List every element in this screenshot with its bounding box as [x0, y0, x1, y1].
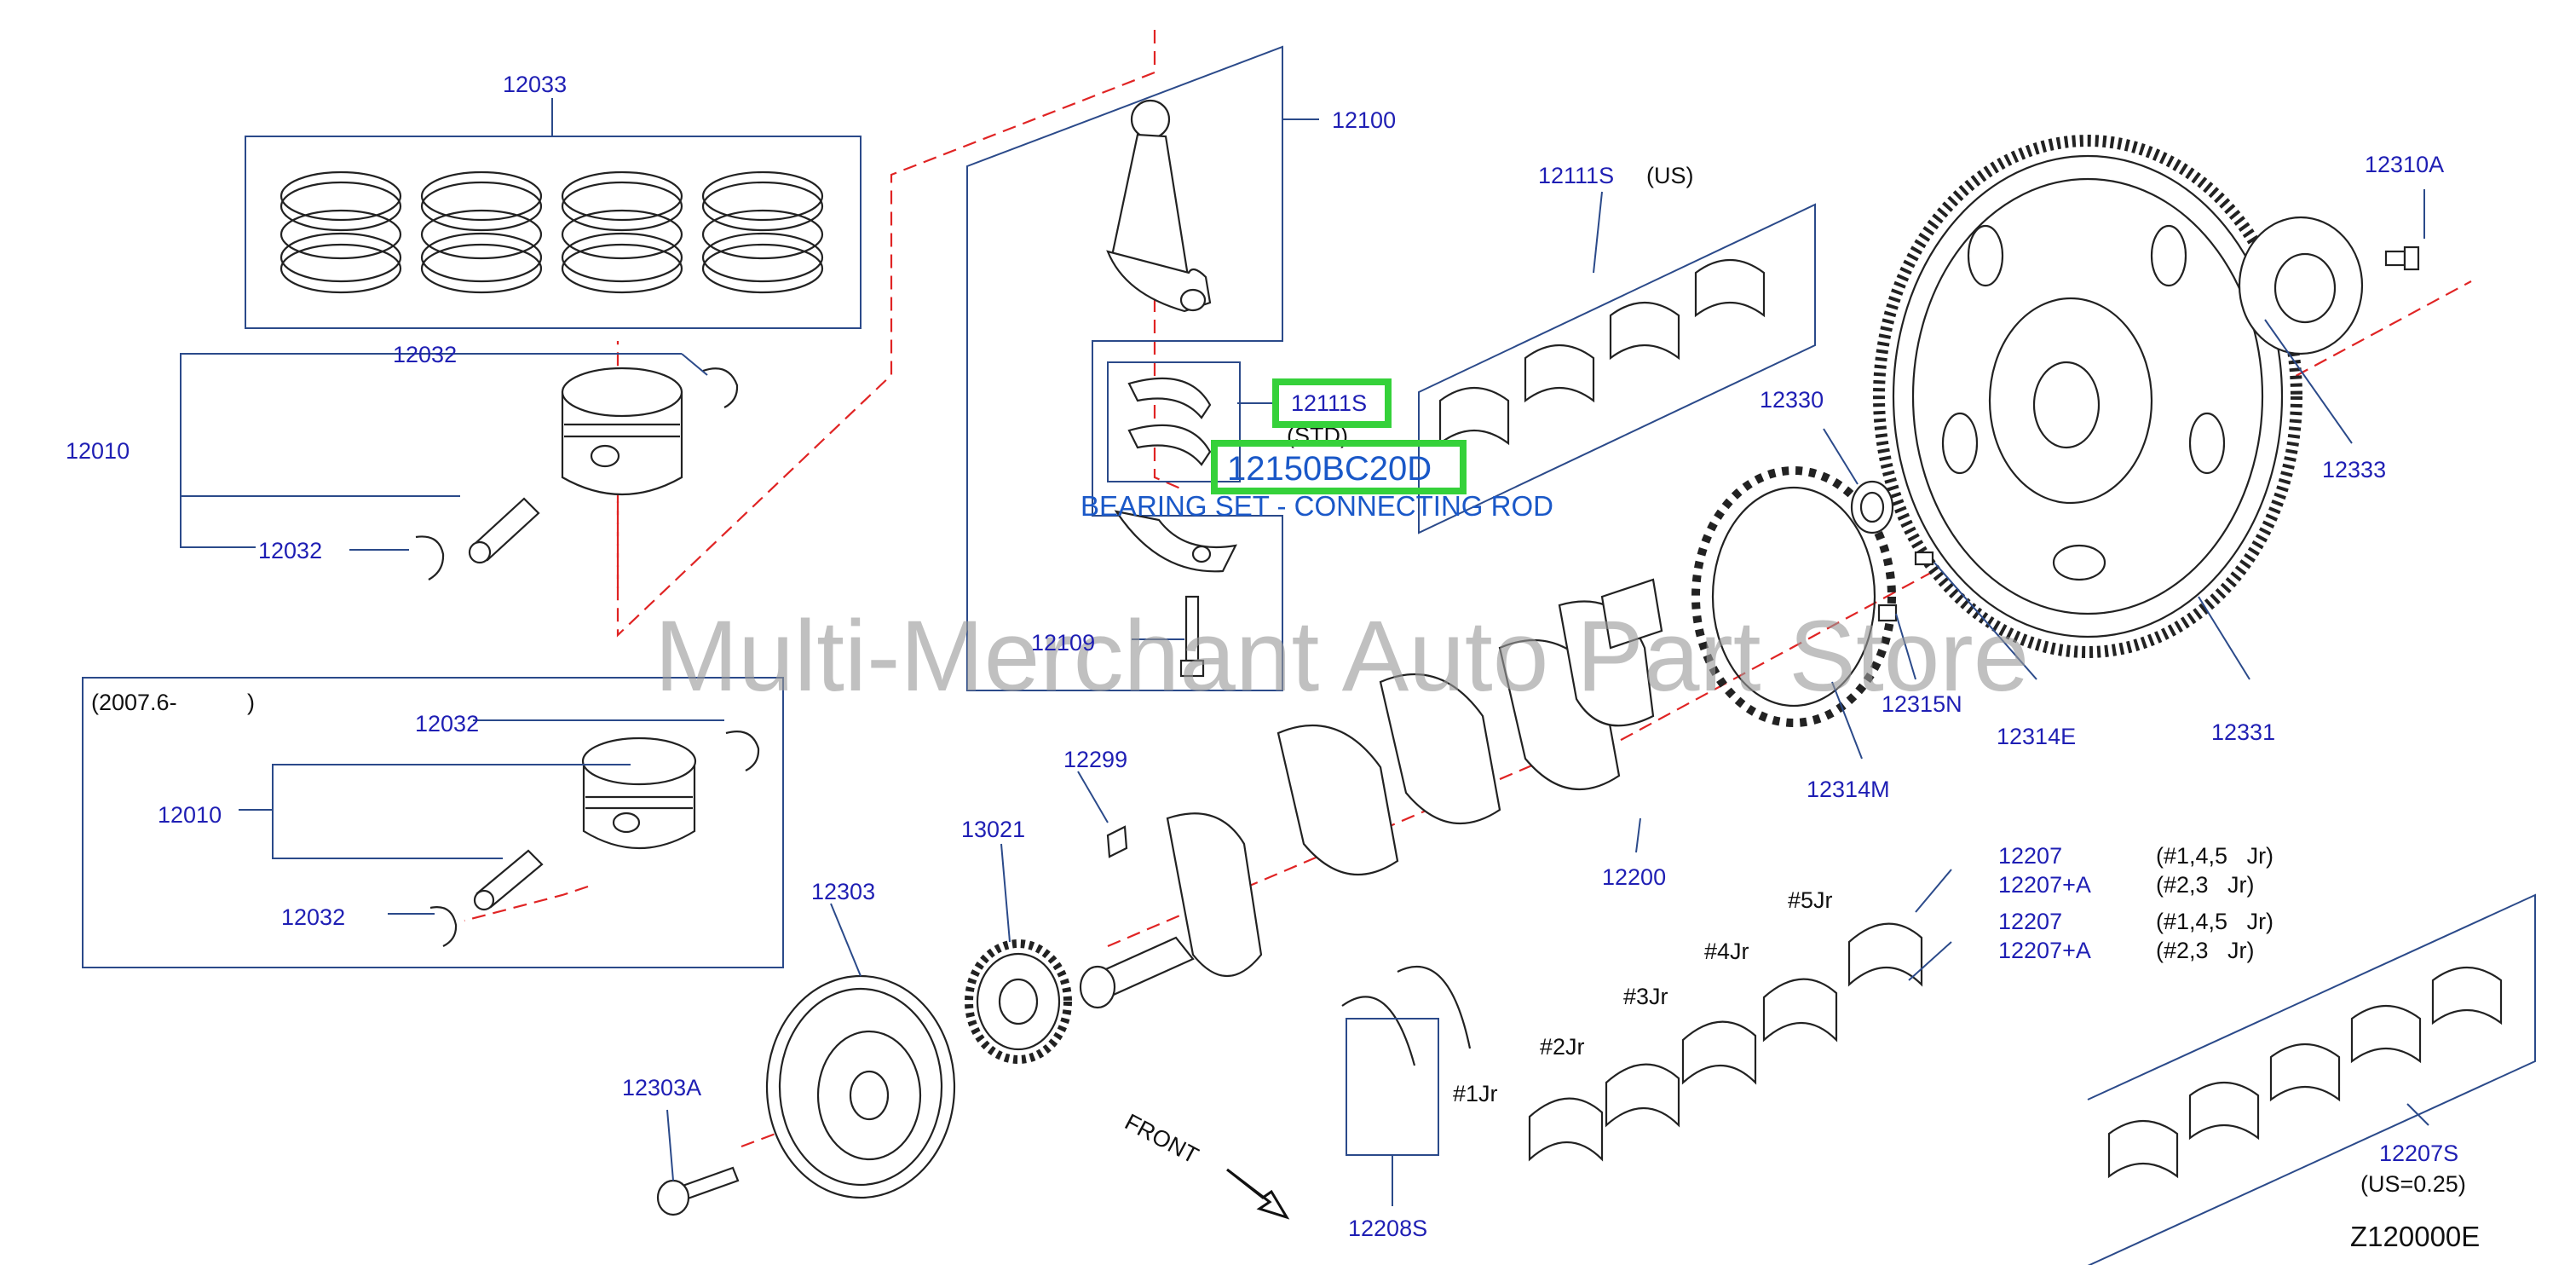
date-variant-box — [82, 677, 784, 968]
connecting-rod-group — [966, 45, 1283, 691]
watermark: Multi-Merchant Auto Part Store — [654, 600, 2029, 713]
highlight-description: BEARING SET - CONNECTING ROD — [1081, 490, 1553, 522]
piston-body — [561, 390, 683, 495]
rod-bearing-shells — [1127, 377, 1212, 466]
piston-assembly-lower — [82, 677, 784, 968]
diagram-code: Z120000E — [2350, 1221, 2480, 1252]
crankshaft-sprocket — [965, 939, 1072, 1064]
undersize-rod-bearing-group — [1418, 203, 1816, 534]
snap-ring-upper-1 — [702, 367, 739, 408]
highlight-callout-label[interactable]: 12111S — [1291, 390, 1367, 416]
flywheel — [1873, 135, 2302, 658]
snap-ring-upper-2 — [415, 535, 445, 581]
label-12208s[interactable]: 12208S — [1348, 1216, 1427, 1241]
undersize-note: (US=0.25) — [2360, 1171, 2466, 1197]
label-12032-d[interactable]: 12032 — [281, 904, 345, 930]
reinforcement-plate — [2238, 216, 2364, 355]
label-12111s-us[interactable]: 12111S — [1538, 163, 1614, 188]
label-12010-a[interactable]: 12010 — [66, 438, 130, 464]
label-12207a-a[interactable]: 12207+A — [1998, 872, 2091, 898]
journal-note-145-b: (#1,4,5 Jr) — [2156, 909, 2273, 934]
leader-lines — [180, 98, 2429, 1206]
thrust-washer-box — [1346, 1018, 1439, 1156]
label-12207s[interactable]: 12207S — [2379, 1141, 2458, 1166]
crankshaft-pulley — [765, 974, 956, 1199]
main-bearing-shells — [1528, 922, 1923, 1162]
front-arrow-icon — [1226, 1168, 1290, 1220]
journal-note-145-a: (#1,4,5 Jr) — [2156, 843, 2273, 869]
label-12310a[interactable]: 12310A — [2365, 152, 2444, 177]
journal-5-label: #5Jr — [1788, 887, 1833, 913]
piston-pin — [468, 497, 540, 564]
piston-crown — [561, 367, 683, 418]
journal-note-23-a: (#2,3 Jr) — [2156, 872, 2255, 898]
piston-ring-set-1 — [279, 170, 402, 294]
front-label: FRONT — [1121, 1109, 1202, 1169]
date-note: (2007.6- — [91, 690, 177, 715]
label-12033[interactable]: 12033 — [503, 72, 567, 97]
crankshaft-key — [1106, 825, 1128, 858]
undersize-main-bearing-group — [2087, 893, 2536, 1265]
label-12314e[interactable]: 12314E — [1997, 724, 2076, 749]
label-12207-b[interactable]: 12207 — [1998, 909, 2062, 934]
label-12315n[interactable]: 12315N — [1882, 691, 1962, 717]
label-12299[interactable]: 12299 — [1063, 747, 1127, 772]
bearing-inner-box — [1107, 361, 1241, 482]
flywheel-bolt — [2384, 245, 2420, 271]
signal-plate — [1691, 466, 1896, 727]
highlighted-part: 12111S 12150BC20D BEARING SET - CONNECTI… — [1081, 378, 1553, 522]
label-12333[interactable]: 12333 — [2322, 457, 2386, 482]
date-close: ) — [247, 690, 255, 715]
connecting-rod-box — [966, 45, 1283, 691]
label-12314m[interactable]: 12314M — [1807, 777, 1890, 802]
thrust-washers — [1341, 966, 1472, 1156]
pilot-bushing — [1914, 551, 1934, 566]
journal-4-label: #4Jr — [1704, 939, 1749, 964]
label-12207a-b[interactable]: 12207+A — [1998, 938, 2091, 963]
label-12303a[interactable]: 12303A — [622, 1075, 701, 1100]
piston-rings-group — [245, 136, 862, 329]
piston-rings-box — [245, 136, 862, 329]
undersize-main-bearing-box — [2087, 893, 2536, 1265]
highlight-part-number-box — [1211, 440, 1467, 494]
piston-ring-set-2 — [420, 170, 543, 294]
label-12207-a[interactable]: 12207 — [1998, 843, 2062, 869]
journal-note-23-b: (#2,3 Jr) — [2156, 938, 2255, 963]
rear-oil-seal — [1850, 480, 1894, 534]
label-12032-b[interactable]: 12032 — [258, 538, 322, 563]
piston-ring-set-3 — [561, 170, 683, 294]
label-12109[interactable]: 12109 — [1031, 630, 1095, 656]
label-12330[interactable]: 12330 — [1760, 387, 1824, 413]
label-12010-b[interactable]: 12010 — [158, 802, 222, 828]
undersize-bearing-box — [1418, 203, 1816, 534]
journal-1-label: #1Jr — [1453, 1081, 1498, 1106]
us-note: (US) — [1646, 163, 1694, 188]
highlight-part-number[interactable]: 12150BC20D — [1227, 450, 1432, 488]
piston-assembly-upper — [415, 367, 739, 581]
rod-bolt — [1179, 595, 1205, 678]
connecting-rod — [1106, 99, 1212, 313]
label-12200[interactable]: 12200 — [1602, 864, 1666, 890]
label-12032-a[interactable]: 12032 — [393, 342, 457, 367]
crankshaft — [1079, 578, 1663, 1009]
journal-3-label: #3Jr — [1623, 984, 1668, 1009]
label-12331[interactable]: 12331 — [2211, 719, 2275, 745]
rod-cap — [1114, 510, 1237, 573]
piston-ring-set-4 — [701, 170, 824, 294]
pulley-bolt — [656, 1166, 740, 1216]
journal-2-label: #2Jr — [1540, 1034, 1585, 1060]
highlight-callout-box — [1272, 378, 1392, 428]
label-12100[interactable]: 12100 — [1332, 107, 1396, 133]
label-12303[interactable]: 12303 — [811, 879, 875, 904]
label-12032-c[interactable]: 12032 — [415, 711, 479, 736]
part-labels: 12033 12100 12111S (US) 12310A 12032 120… — [66, 72, 2480, 1252]
signal-plate-bolt — [1877, 604, 1898, 622]
label-13021[interactable]: 13021 — [961, 817, 1025, 842]
